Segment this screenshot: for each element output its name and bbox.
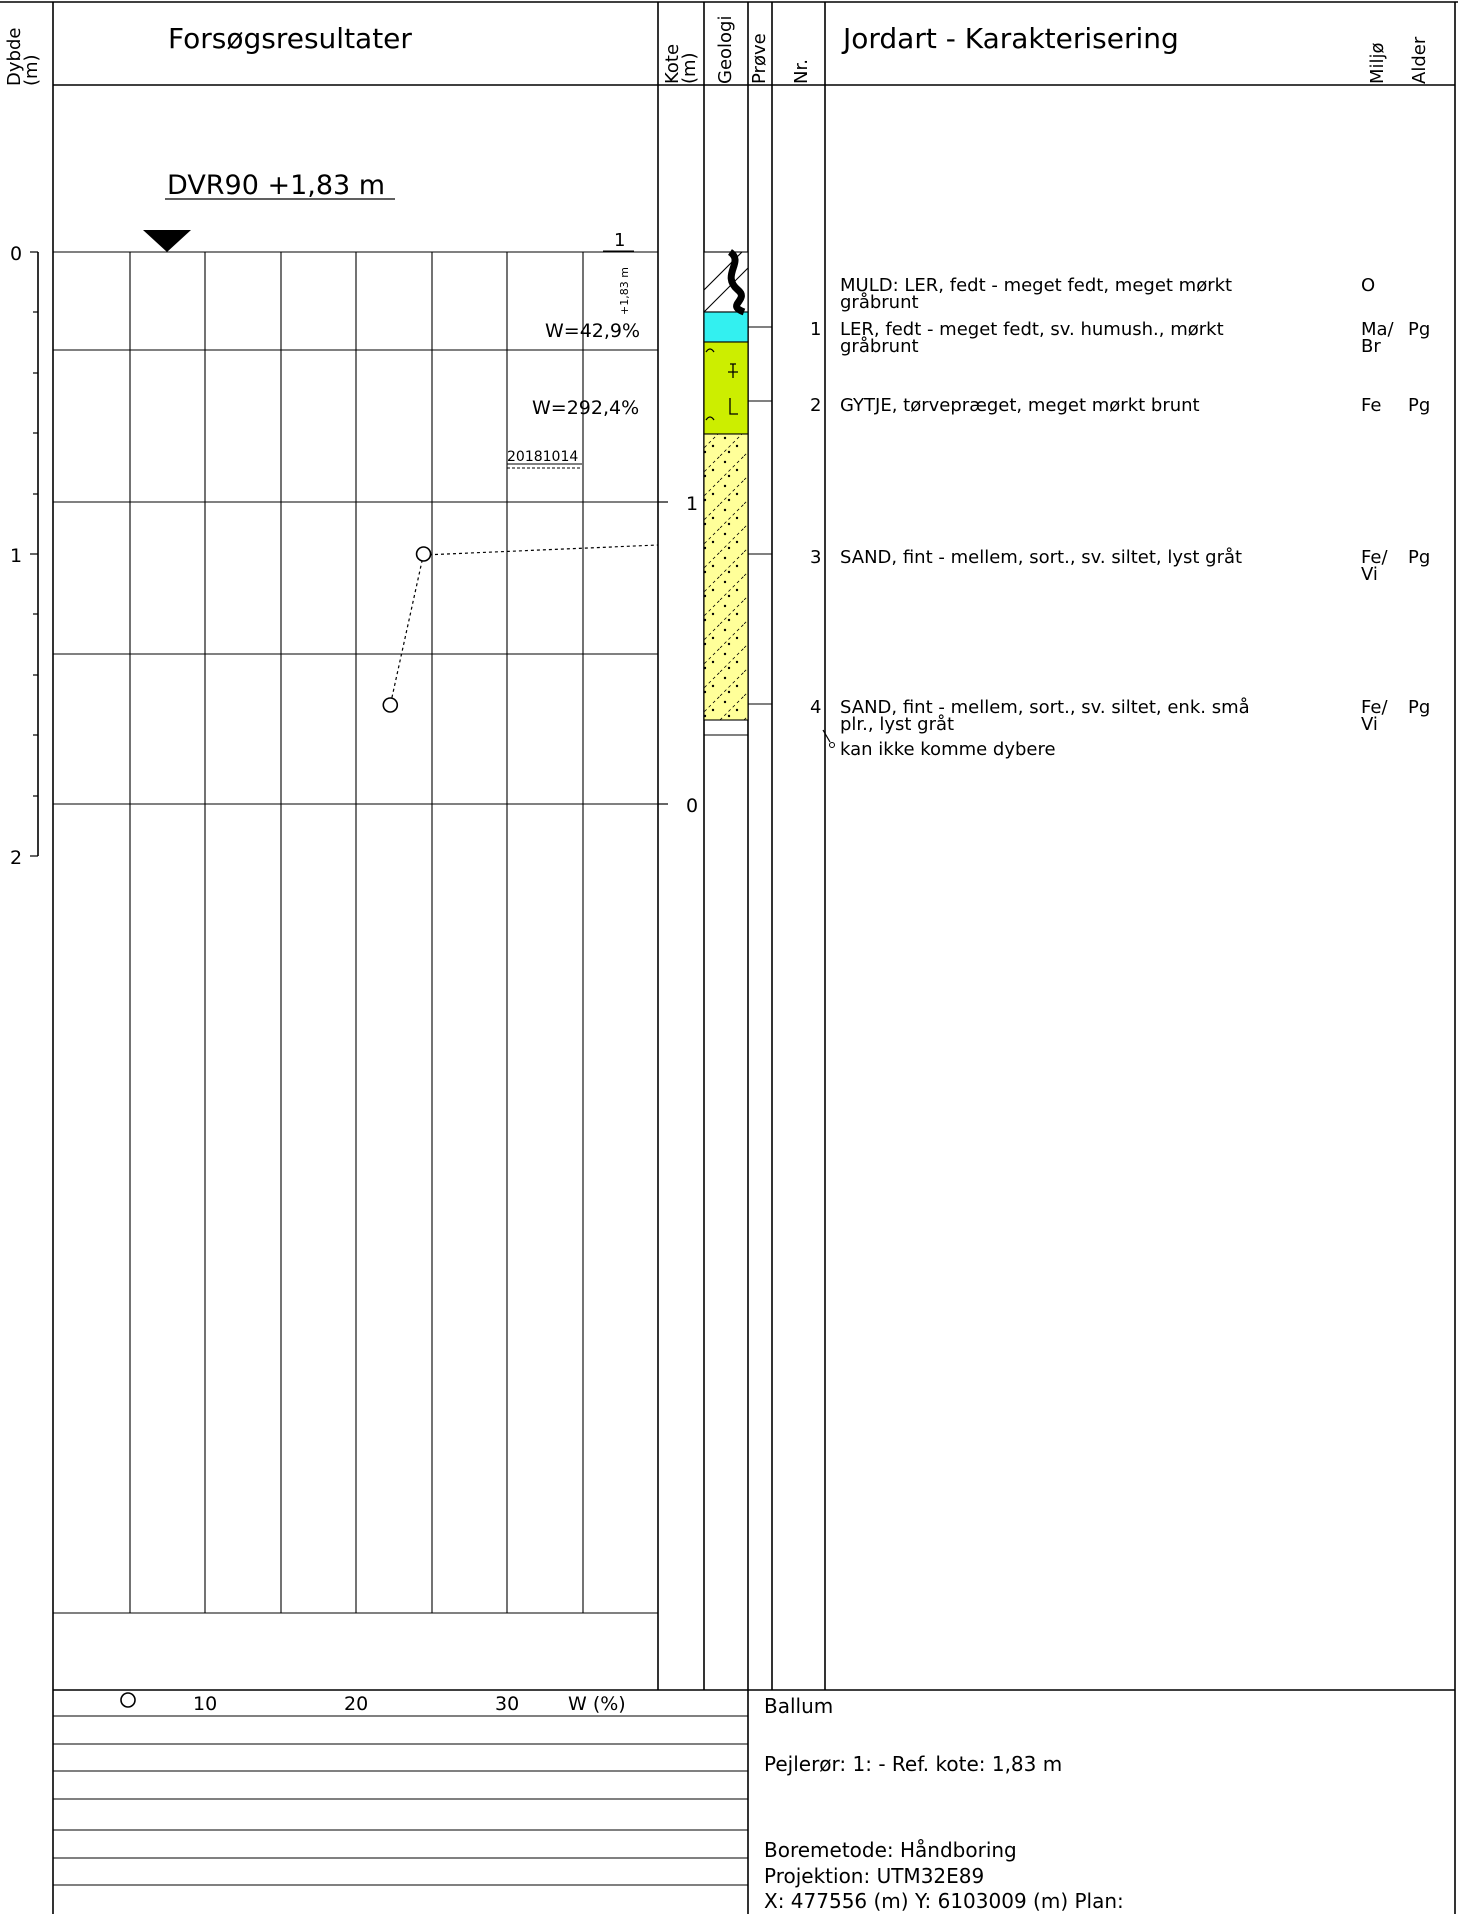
elevation-header: Kote (m) — [662, 4, 700, 84]
layer-number: 4 — [810, 697, 822, 718]
layer-age: Pg — [1408, 319, 1431, 340]
layer-age: Pg — [1408, 697, 1431, 718]
depth-tick-2: 2 — [10, 847, 22, 869]
data-point — [415, 546, 432, 562]
layer-description: SAND, fint - mellem, sort., sv. siltet, … — [840, 697, 1250, 718]
layer-sand — [703, 433, 749, 721]
elevation-tick-0: 0 — [686, 795, 698, 817]
sample-connector — [422, 544, 659, 556]
end-note: kan ikke komme dybere — [840, 739, 1056, 760]
elevation-header-text: Kote (m) — [662, 43, 700, 84]
pipe-date: 20181014 — [507, 449, 578, 465]
coordinates: X: 477556 (m) Y: 6103009 (m) Plan: — [764, 1889, 1124, 1913]
geology-column — [703, 251, 749, 736]
elevation-ticks — [658, 501, 668, 805]
layer-description: SAND, fint - mellem, sort., sv. siltet, … — [840, 547, 1243, 568]
depth-header-text: Dybde (m) — [4, 27, 42, 86]
reference-level-label: DVR90 +1,83 m — [167, 170, 385, 201]
layer-environment: Fe/ Vi — [1361, 697, 1388, 735]
sample-header: Prøve — [749, 33, 770, 84]
axis-tick-10: 10 — [193, 1693, 217, 1715]
layer-gytje — [703, 341, 749, 435]
results-header: Forsøgsresultater — [168, 22, 412, 55]
water-content-label-1: W=42,9% — [545, 320, 640, 342]
pipe-number: 1 — [614, 230, 625, 251]
water-content-chart — [382, 546, 432, 713]
layer-description-cont: plr., lyst gråt — [840, 714, 955, 735]
depth-tick-0: 0 — [10, 243, 22, 265]
soil-header: Jordart - Karakterisering — [843, 22, 1179, 55]
data-point — [382, 697, 399, 713]
water-content-label-2: W=292,4% — [532, 397, 639, 419]
layer-age: Pg — [1408, 547, 1431, 568]
depth-header: Dybde (m) — [4, 28, 86, 86]
end-of-boring-icon — [822, 729, 831, 743]
layer-environment: Fe — [1361, 395, 1382, 416]
age-header: Alder — [1409, 36, 1430, 84]
axis-tick-20: 20 — [344, 1693, 368, 1715]
site-name: Ballum — [764, 1694, 834, 1718]
layer-description: LER, fedt - meget fedt, sv. humush., mør… — [840, 319, 1224, 340]
pipe-info: Pejlerør: 1: - Ref. kote: 1,83 m — [764, 1752, 1063, 1776]
layer-age: Pg — [1408, 395, 1431, 416]
muld-wave — [727, 249, 746, 316]
reference-level-marker — [143, 198, 395, 252]
axis-label: W (%) — [568, 1693, 626, 1715]
number-header: Nr. — [791, 59, 812, 84]
projection: Projektion: UTM32E89 — [764, 1864, 985, 1888]
environment-header: Miljø — [1367, 42, 1388, 84]
elevation-tick-1: 1 — [686, 493, 698, 515]
footer-grid — [53, 1715, 748, 1886]
layer-environment: Ma/ Br — [1361, 319, 1394, 357]
layer-number: 1 — [810, 319, 822, 340]
series-line — [389, 553, 425, 706]
layer-description: GYTJE, tørvepræget, meget mørkt brunt — [840, 395, 1200, 416]
layer-number: 3 — [810, 547, 822, 568]
layer-ler — [703, 311, 749, 343]
layer-description: MULD: LER, fedt - meget fedt, meget mørk… — [840, 275, 1233, 296]
gytje-symbols — [705, 348, 738, 421]
layer-description-cont: gråbrunt — [840, 292, 919, 313]
sample-markers — [748, 326, 772, 705]
layer-description-cont: gråbrunt — [840, 336, 919, 357]
layer-number: 2 — [810, 395, 822, 416]
results-grid — [53, 251, 658, 1614]
circle-marker-icon — [120, 1692, 136, 1708]
depth-axis-ticks — [30, 251, 38, 857]
depth-tick-1: 1 — [10, 545, 22, 567]
layer-environment: Fe/ Vi — [1361, 547, 1388, 585]
layer-environment: O — [1361, 275, 1376, 296]
pipe-top-label: +1,83 m — [618, 267, 631, 315]
axis-tick-30: 30 — [495, 1693, 519, 1715]
boring-method: Boremetode: Håndboring — [764, 1838, 1017, 1862]
geology-header: Geologi — [715, 15, 736, 84]
